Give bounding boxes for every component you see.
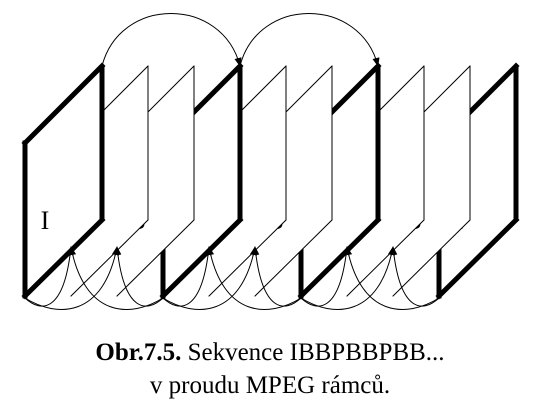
frame-bottom-edge	[297, 216, 382, 300]
frame-bottom-edge	[159, 216, 244, 300]
prediction-arrow-2	[69, 246, 164, 310]
frame-bottom-edge	[435, 216, 520, 300]
prediction-arrow-8	[300, 246, 350, 307]
frame-type-label: I	[41, 206, 50, 235]
prediction-arrow-0	[24, 246, 74, 307]
prediction-arrow-6	[207, 246, 302, 310]
mpeg-frame-sequence-diagram: IBBPBBPBBI	[21, 13, 520, 310]
prediction-arrow-11	[390, 246, 440, 307]
caption-line-2: v proudu MPEG rámců.	[149, 372, 391, 399]
frame-bottom-edge	[21, 216, 106, 300]
frame-bottom-edge	[392, 219, 471, 297]
frame-0-I: I	[21, 62, 106, 300]
forward-reference-arrow-1	[239, 13, 380, 67]
frame-top-edge	[21, 62, 106, 147]
prediction-arrow-10	[345, 246, 440, 310]
frame-bottom-edge	[254, 219, 333, 297]
caption-text: Sekvence IBBPBBPBB...	[181, 339, 445, 366]
prediction-arrow-4	[162, 246, 212, 307]
prediction-arrow-3	[114, 246, 164, 307]
prediction-arrow-9	[300, 246, 395, 310]
figure-caption: Obr.7.5. Sekvence IBBPBBPBB... v proudu …	[0, 336, 540, 402]
caption-line-1: Obr.7.5. Sekvence IBBPBBPBB...	[0, 336, 540, 369]
prediction-arrow-1	[24, 246, 119, 310]
caption-label: Obr.7.5.	[95, 339, 182, 366]
frame-bottom-edge	[116, 219, 195, 297]
forward-reference-arrow-0	[101, 13, 242, 67]
prediction-arrow-7	[252, 246, 302, 307]
prediction-arrow-5	[162, 246, 257, 310]
